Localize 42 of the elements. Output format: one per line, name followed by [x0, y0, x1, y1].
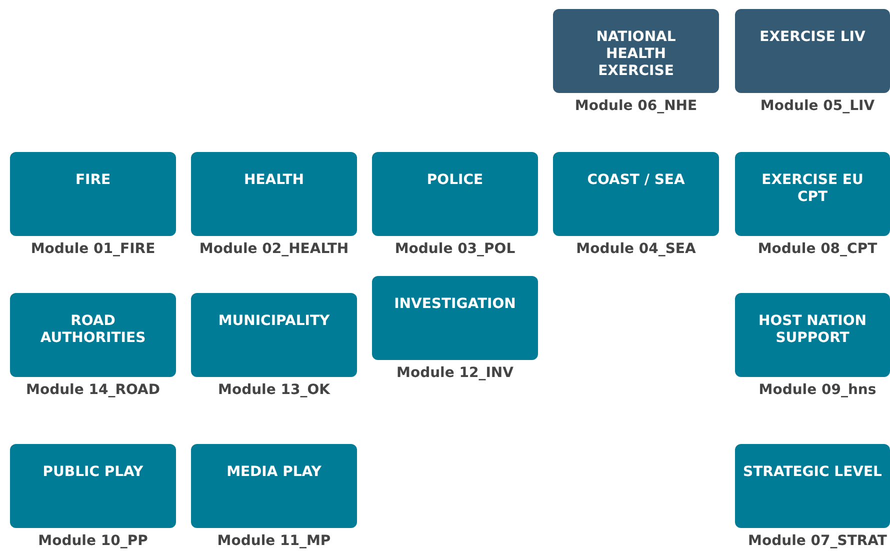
module-code: Module 04_SEA: [575, 241, 697, 257]
module-title: ROAD AUTHORITIES: [39, 313, 147, 347]
module-title: HEALTH: [244, 172, 304, 189]
module-code: Module 01_FIRE: [30, 241, 156, 257]
module-code: Module 06_NHE: [574, 98, 698, 114]
module-code: Module 05_LIV: [759, 98, 876, 114]
module-title: MUNICIPALITY: [218, 313, 330, 330]
module-box: [372, 276, 538, 360]
module-code: Module 03_POL: [394, 241, 516, 257]
module-code: Module 08_CPT: [756, 241, 878, 257]
module-title: POLICE: [426, 172, 484, 189]
module-title: MEDIA PLAY: [226, 464, 322, 481]
module-box: [735, 444, 890, 528]
module-box: [735, 152, 890, 236]
module-box: [191, 293, 357, 377]
module-code: Module 13_OK: [217, 382, 332, 398]
module-title: STRATEGIC LEVEL: [743, 464, 882, 481]
module-code: Module 12_INV: [396, 365, 514, 381]
module-title: EXERCISE LIV: [760, 29, 866, 46]
module-title: FIRE: [75, 172, 111, 189]
module-code: Module 07_STRAT: [747, 533, 888, 549]
module-box: [553, 152, 719, 236]
module-box: [10, 152, 176, 236]
module-title: INVESTIGATION: [394, 296, 516, 313]
module-title: NATIONAL HEALTH EXERCISE: [595, 29, 677, 80]
module-code: Module 11_MP: [216, 533, 332, 549]
module-title: HOST NATION SUPPORT: [758, 313, 868, 347]
module-box: [553, 9, 719, 93]
module-box: [735, 9, 890, 93]
module-box: [10, 444, 176, 528]
module-code: Module 09_hns: [758, 382, 878, 398]
module-title: COAST / SEA: [587, 172, 685, 189]
module-title: PUBLIC PLAY: [42, 464, 144, 481]
module-code: Module 02_HEALTH: [198, 241, 350, 257]
module-code: Module 14_ROAD: [25, 382, 161, 398]
module-box: [372, 152, 538, 236]
module-title: EXERCISE EU CPT: [760, 172, 864, 206]
module-code: Module 10_PP: [37, 533, 149, 549]
module-box: [191, 444, 357, 528]
module-box: [10, 293, 176, 377]
module-box: [191, 152, 357, 236]
module-box: [735, 293, 890, 377]
